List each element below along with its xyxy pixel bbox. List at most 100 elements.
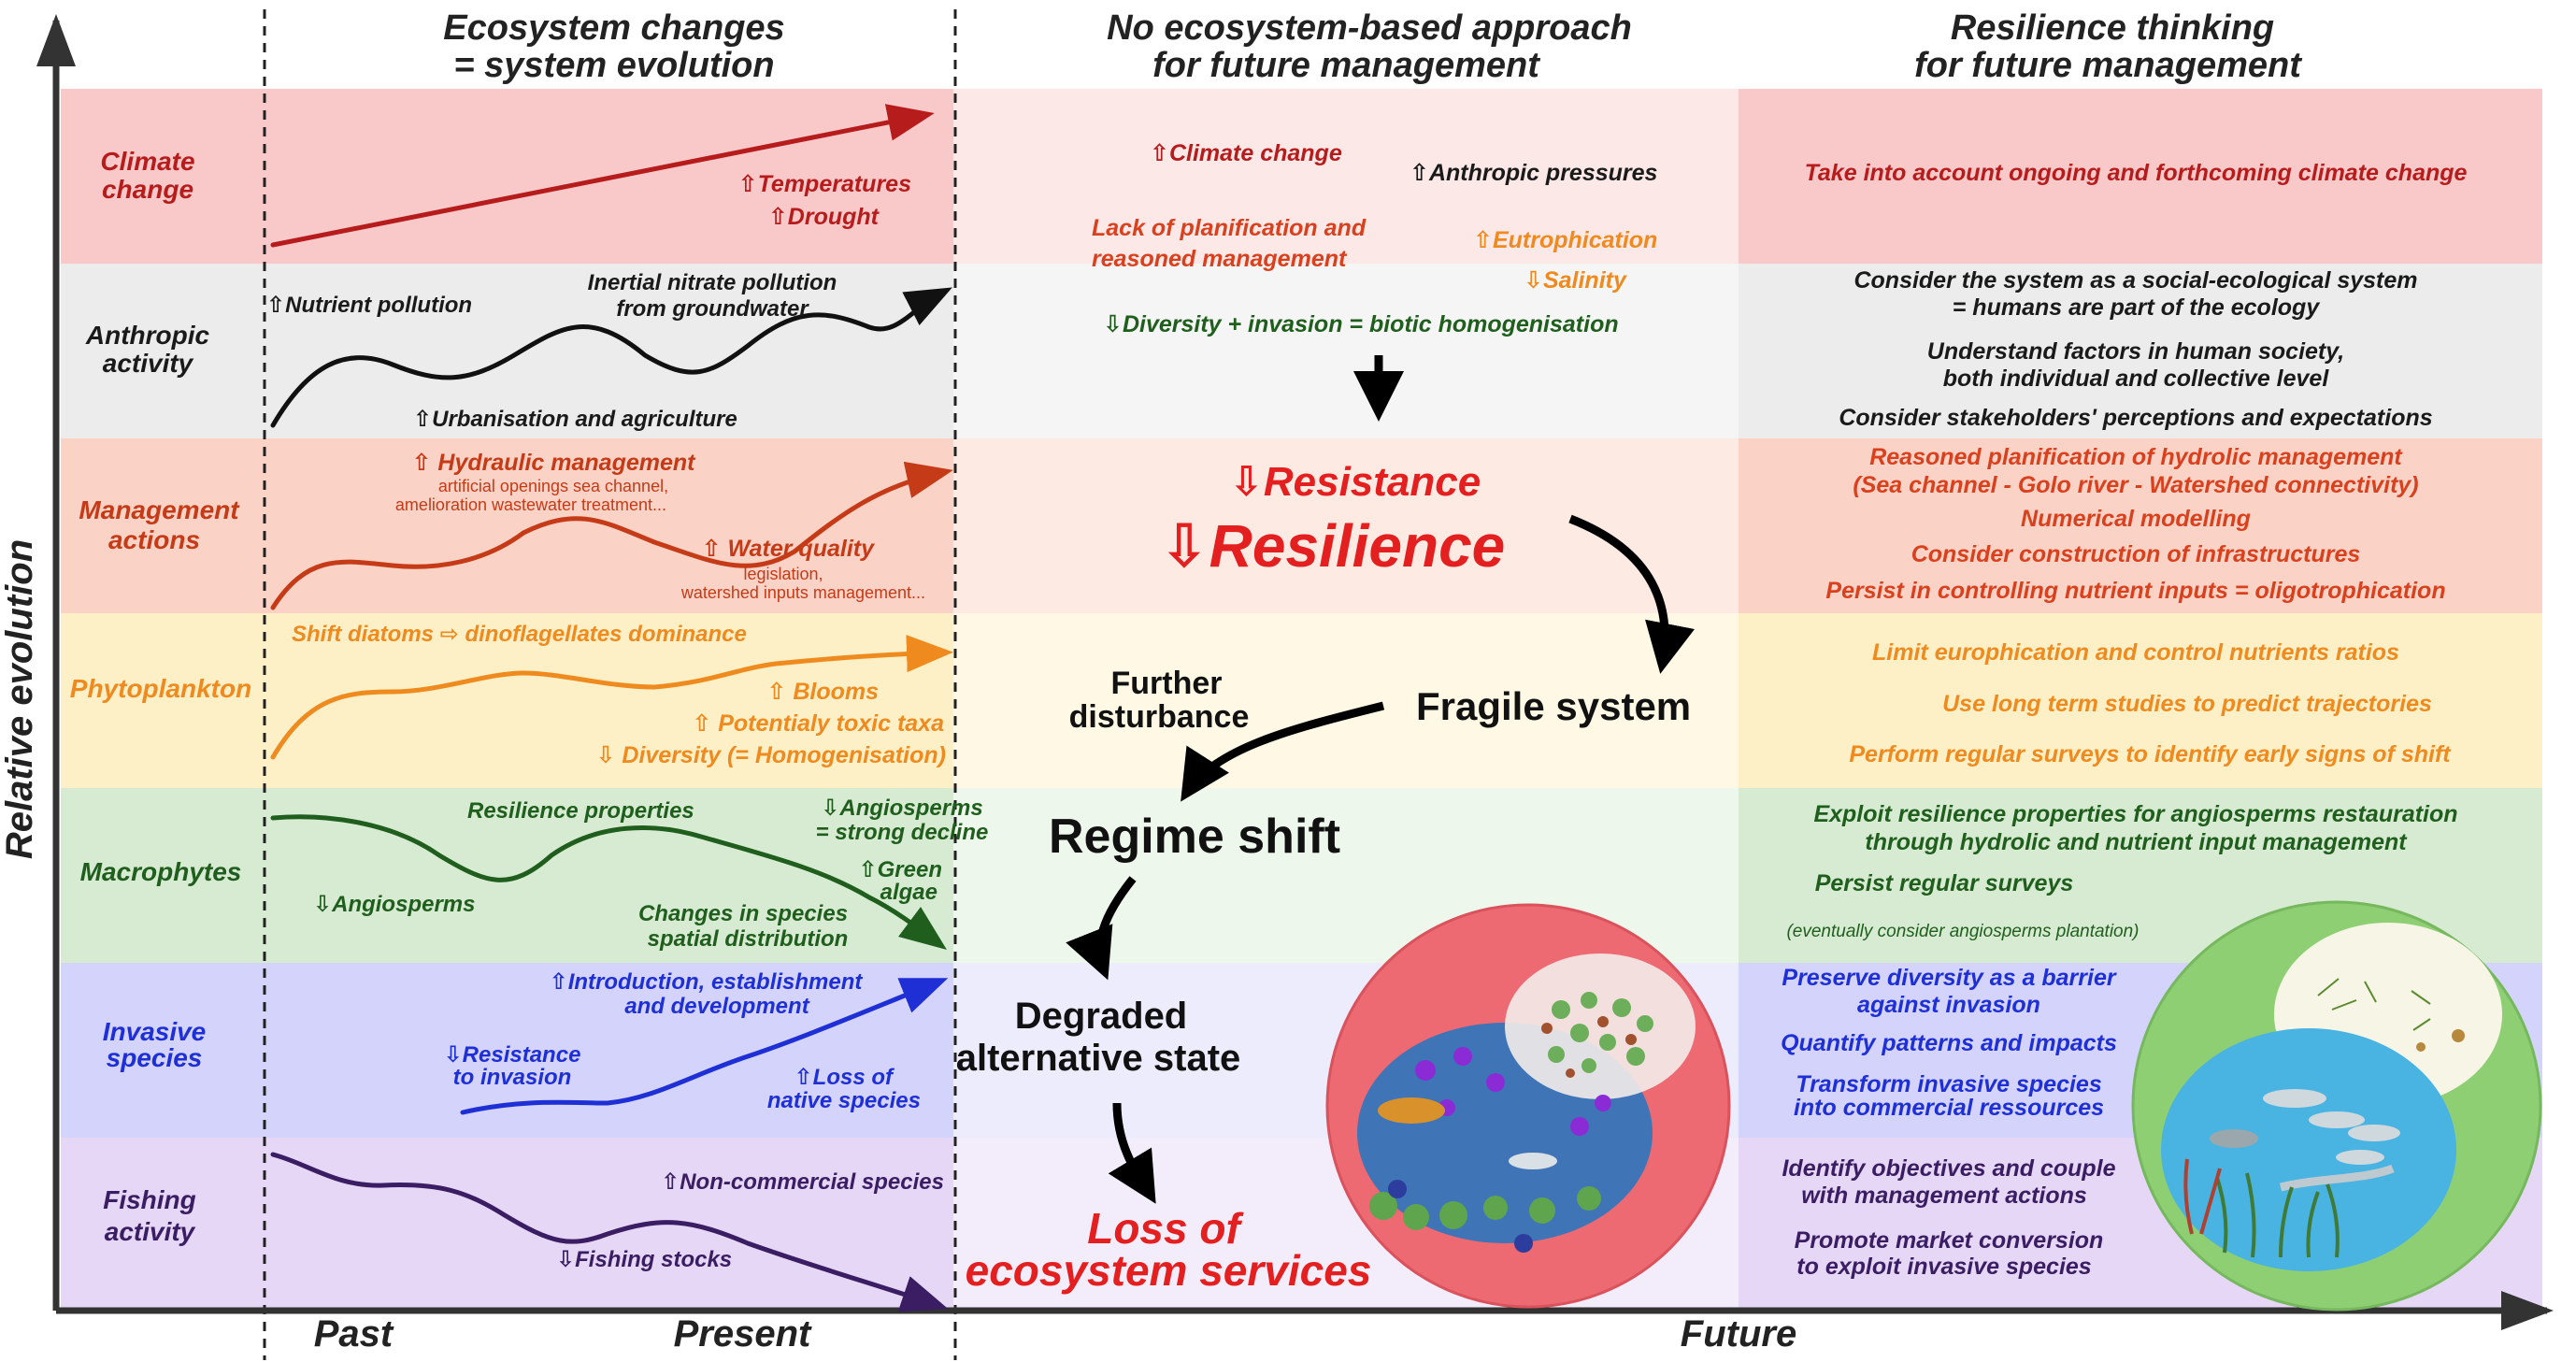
rt-anthropic-3: Understand factors in human society, — [1927, 338, 2344, 365]
header-resilience-thinking-2: for future management — [1914, 46, 2302, 85]
invasive-trend — [460, 978, 949, 1115]
macro-resilience: Resilience properties — [467, 798, 694, 824]
row-bg-phyto-mid — [953, 613, 1739, 788]
na-loss-2: ecosystem services — [966, 1246, 1372, 1295]
header-ecosystem-changes-2: = system evolution — [453, 46, 774, 85]
red-coral — [2183, 1158, 2222, 1235]
row-label-climate-2: change — [102, 175, 193, 204]
rt-fishing-2: with management actions — [1801, 1183, 2087, 1209]
na-loss-1: Loss of — [1087, 1204, 1244, 1253]
fish-orange — [1378, 1097, 1445, 1124]
row-label-management-1: Management — [79, 495, 240, 524]
phyto-shift: Shift diatoms ⇨ dinoflagellates dominanc… — [292, 622, 747, 647]
anthropic-inertial-1: Inertial nitrate pollution — [588, 270, 837, 295]
macro-changes-2: spatial distribution — [648, 926, 849, 952]
fishing-trend — [270, 1152, 949, 1312]
rt-fishing-1: Identify objectives and couple — [1782, 1155, 2115, 1182]
rt-macro-4: (eventually consider angiosperms plantat… — [1786, 922, 2139, 941]
macro-green-1: ⇧Green — [859, 857, 942, 882]
change-annotations: ⇧Temperatures ⇧Drought ⇧Nutrient polluti… — [266, 171, 988, 1272]
row-bg-climate-right — [1739, 89, 2542, 264]
header-ecosystem-changes-1: Ecosystem changes — [443, 8, 784, 48]
macro-changes-1: Changes in species — [638, 901, 848, 926]
row-bg-management-mid — [953, 438, 1739, 613]
row-bg-climate-left — [61, 89, 953, 264]
climate-drought: ⇧Drought — [768, 204, 880, 230]
na-resilience: ⇩Resilience — [1159, 512, 1505, 580]
invasive-resistance-2: to invasion — [453, 1065, 572, 1090]
row-bg-management-right — [1739, 438, 2542, 613]
rt-phyto-1: Limit europhication and control nutrient… — [1872, 639, 2399, 666]
flow-arrow-regime — [1181, 701, 1385, 802]
na-salinity: ⇩Salinity — [1524, 267, 1627, 294]
phyto-blooms: ⇧ Blooms — [766, 679, 879, 705]
row-label-anthropic-1: Anthropic — [85, 321, 210, 350]
row-label-phyto: Phytoplankton — [70, 674, 251, 703]
header-no-ecosystem-2: for future management — [1152, 46, 1540, 85]
row-bg-invasive-left — [61, 963, 953, 1138]
rt-macro-1: Exploit resilience properties for angios… — [1813, 801, 2457, 827]
row-label-macro: Macrophytes — [80, 857, 242, 886]
rt-management-4: Consider construction of infrastructures — [1911, 541, 2361, 567]
crabs — [1388, 1180, 1533, 1253]
header-resilience-thinking-1: Resilience thinking — [1951, 8, 2274, 48]
x-label-future: Future — [1681, 1313, 1796, 1355]
rt-management-3: Numerical modelling — [2021, 506, 2251, 532]
anthropic-trend — [270, 287, 952, 428]
macro-angiosperms-decline-1: ⇩Angiosperms — [821, 796, 982, 821]
header-no-ecosystem-1: No ecosystem-based approach — [1107, 8, 1632, 48]
healthy-ecosystem-illustration — [2131, 900, 2542, 1312]
management-artificial-2: amelioration wastewater treatment... — [395, 495, 666, 514]
rt-invasive-3: Quantify patterns and impacts — [1781, 1030, 2117, 1056]
na-climate-change: ⇧Climate change — [1150, 140, 1342, 166]
fishing-stocks: ⇩Fishing stocks — [556, 1247, 732, 1272]
management-watershed: watershed inputs management... — [680, 583, 925, 602]
algae-particles — [1548, 992, 1653, 1073]
row-labels: Climate change Anthropic activity Manage… — [70, 147, 251, 1246]
invasive-introduction-1: ⇧Introduction, establishment — [550, 969, 864, 995]
row-bg-macro-left — [61, 788, 953, 963]
rt-climate: Take into account ongoing and forthcomin… — [1805, 160, 2468, 186]
flow-arrow-loss — [1108, 1102, 1156, 1204]
rt-management-2: (Sea channel - Golo river - Watershed co… — [1853, 472, 2418, 498]
na-further-2: disturbance — [1069, 699, 1250, 735]
rt-invasive-1: Preserve diversity as a barrier — [1782, 965, 2116, 991]
phyto-toxic: ⇧ Potentialy toxic taxa — [692, 710, 944, 737]
management-quality: ⇧ Water quality — [702, 536, 876, 562]
row-bg-anthropic-mid — [953, 264, 1739, 438]
rt-phyto-2: Use long term studies to predict traject… — [1942, 691, 2432, 717]
invasive-introduction-2: and development — [624, 994, 809, 1019]
fish-school — [2210, 1089, 2400, 1165]
fishing-noncommercial: ⇧Non-commercial species — [661, 1169, 944, 1195]
rt-management-5: Persist in controlling nutrient inputs =… — [1825, 578, 2445, 604]
row-label-management-2: actions — [108, 525, 200, 554]
plankton-sketches — [2317, 978, 2431, 1031]
resilience-actions: Take into account ongoing and forthcomin… — [1781, 160, 2467, 1280]
row-label-invasive-1: Invasive — [103, 1017, 207, 1046]
rt-anthropic-4: both individual and collective level — [1943, 366, 2330, 392]
row-label-fishing-1: Fishing — [103, 1185, 196, 1214]
rt-invasive-2: against invasion — [1857, 992, 2040, 1018]
flow-arrows — [1066, 355, 1696, 1204]
rt-management-1: Reasoned planification of hydrolic manag… — [1869, 444, 2403, 470]
rt-macro-3: Persist regular surveys — [1815, 870, 2074, 896]
macro-angiosperms: ⇩Angiosperms — [313, 892, 475, 917]
x-label-present: Present — [674, 1313, 812, 1355]
no-approach-annotations: ⇧Climate change ⇧Anthropic pressures Lac… — [956, 140, 1691, 1295]
seabed-vegetation — [1369, 1186, 1601, 1230]
anthropic-urbanisation: ⇧Urbanisation and agriculture — [413, 407, 737, 432]
rt-anthropic-5: Consider stakeholders' perceptions and e… — [1839, 405, 2432, 431]
column-headers: Ecosystem changes = system evolution No … — [443, 8, 2302, 85]
na-further-1: Further — [1111, 666, 1223, 701]
macro-trend — [270, 814, 947, 951]
row-label-fishing-2: activity — [105, 1217, 196, 1246]
rt-macro-2: through hydrolic and nutrient input mana… — [1865, 829, 2408, 855]
row-bg-phyto-left — [61, 613, 953, 788]
row-bg-management-left — [61, 438, 953, 613]
climate-trend — [270, 104, 935, 248]
rt-invasive-5: into commercial ressources — [1794, 1095, 2104, 1121]
rt-fishing-3: Promote market conversion — [1795, 1227, 2104, 1254]
management-trend — [270, 461, 953, 610]
row-backgrounds — [61, 89, 2542, 1309]
